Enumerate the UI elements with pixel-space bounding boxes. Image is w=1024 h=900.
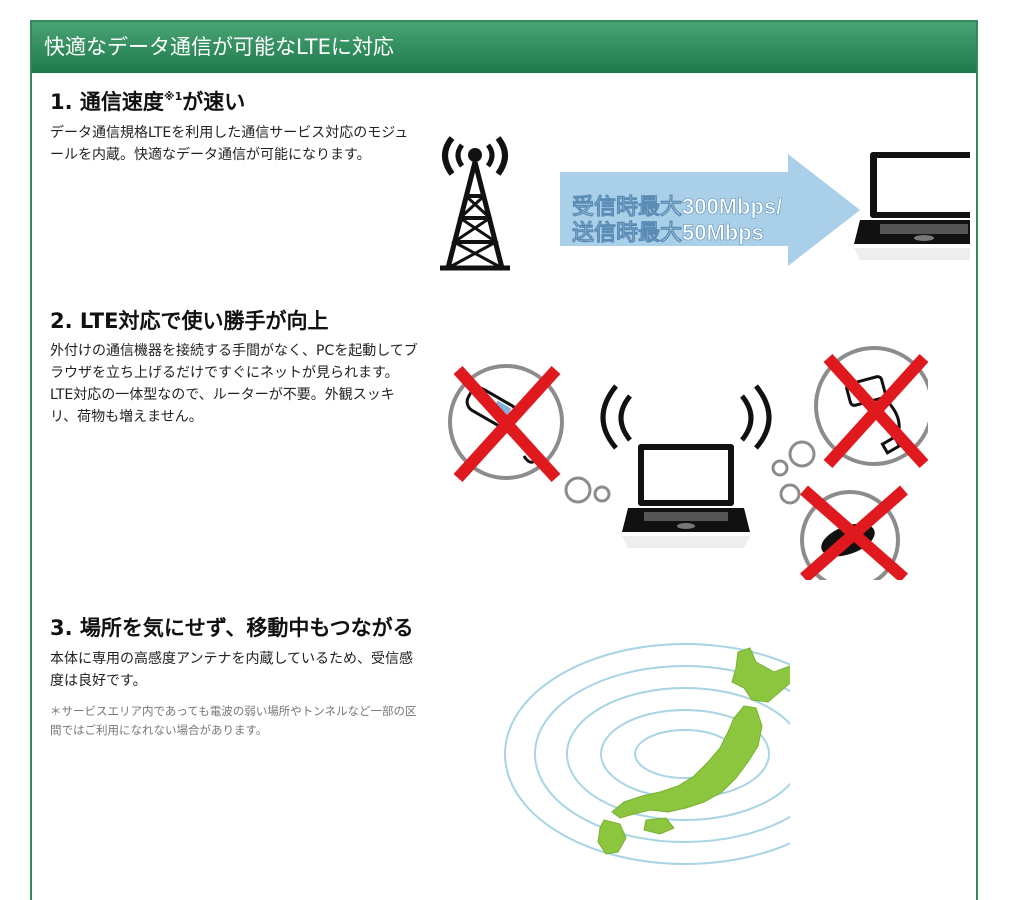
footnote-marker: ※1	[163, 90, 183, 103]
section-1-title-suffix: が速い	[182, 90, 246, 114]
japan-map-icon	[597, 647, 790, 855]
section-2-body: 外付けの通信機器を接続する手間がなく、PCを起動してブラウザを立ち上げるだけです…	[50, 343, 418, 425]
speed-arrow: 受信時最大300Mbps/ 送信時最大50Mbps	[560, 154, 860, 266]
cross-mark	[800, 485, 908, 580]
cross-mark	[823, 353, 928, 469]
laptop-icon	[854, 152, 970, 260]
antenna-tower-icon	[440, 136, 510, 271]
cross-mark	[453, 365, 561, 483]
speed-graphic: 受信時最大300Mbps/ 送信時最大50Mbps	[440, 136, 970, 271]
section-1-body: データ通信規格LTEを利用した通信サービス対応のモジュールを内蔵。快適なデータ通…	[50, 125, 409, 163]
feature-panel: 快適なデータ通信が可能なLTEに対応 1. 通信速度※1が速い データ通信規格L…	[30, 20, 978, 900]
section-1-title-main: 1. 通信速度	[50, 90, 164, 114]
section-1-title: 1. 通信速度※1が速い	[50, 86, 245, 116]
section-3-title: 3. 場所を気にせず、移動中もつながる	[50, 616, 414, 640]
coverage-graphic	[504, 643, 790, 865]
all-in-one-graphic	[448, 346, 928, 580]
arrow-line-1: 受信時最大300Mbps/	[572, 194, 782, 219]
section-3-note: ＊サービスエリア内であっても電波の弱い場所やトンネルなど一部の区間ではご利用にな…	[50, 704, 417, 737]
laptop-icon	[600, 384, 772, 548]
section-3-body: 本体に専用の高感度アンテナを内蔵しているため、受信感度は良好です。	[50, 651, 414, 689]
panel-header: 快適なデータ通信が可能なLTEに対応	[32, 22, 976, 73]
section-2-title: 2. LTE対応で使い勝手が向上	[50, 309, 329, 333]
arrow-line-2: 送信時最大50Mbps	[572, 220, 764, 245]
